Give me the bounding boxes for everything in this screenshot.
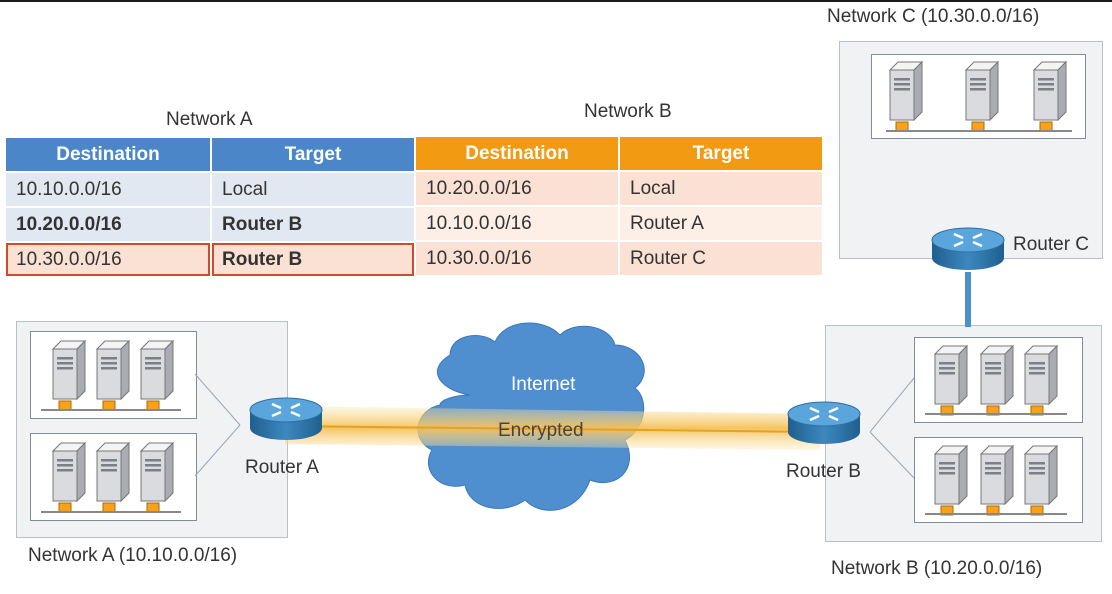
col-target: Target (620, 137, 822, 170)
network-a-label: Network A (10.10.0.0/16) (28, 545, 238, 566)
router-icon (930, 226, 1006, 272)
route-target: Router B (212, 243, 414, 276)
network-b-table-title: Network B (584, 101, 672, 122)
table-row: 10.20.0.0/16 Local (416, 172, 822, 205)
router-a-label: Router A (245, 457, 319, 478)
rack-servers (41, 340, 181, 411)
table-row: 10.20.0.0/16 Router B (6, 208, 414, 241)
route-destination: 10.10.0.0/16 (6, 173, 210, 206)
rack-servers (41, 442, 181, 513)
router-b-label: Router B (786, 461, 861, 482)
network-a-rack-2 (30, 433, 197, 521)
network-b-label: Network B (10.20.0.0/16) (831, 558, 1043, 579)
router-c-link (965, 272, 971, 327)
encrypted-label: Encrypted (498, 420, 584, 441)
rack-servers (925, 345, 1067, 416)
route-destination: 10.20.0.0/16 (416, 172, 618, 205)
route-destination: 10.30.0.0/16 (6, 243, 210, 276)
table-header-row: Destination Target (6, 138, 414, 171)
network-a-table-title: Network A (166, 109, 253, 130)
route-target: Local (620, 172, 822, 205)
network-b-rack-1 (914, 337, 1083, 423)
route-target: Local (212, 173, 414, 206)
top-border (0, 0, 1112, 2)
route-target: Router A (620, 207, 822, 240)
table-row: 10.10.0.0/16 Router A (416, 207, 822, 240)
router-c-label: Router C (1013, 234, 1090, 255)
route-target: Router C (620, 242, 822, 275)
network-b-route-table: Destination Target 10.20.0.0/16 Local 10… (414, 135, 824, 277)
route-target: Router B (212, 208, 414, 241)
route-destination: 10.30.0.0/16 (416, 242, 618, 275)
route-destination: 10.10.0.0/16 (416, 207, 618, 240)
table-header-row: Destination Target (416, 137, 822, 170)
network-c-label: Network C (10.30.0.0/16) (827, 6, 1040, 27)
internet-label: Internet (511, 374, 576, 395)
rack-servers (925, 445, 1067, 516)
route-destination: 10.20.0.0/16 (6, 208, 210, 241)
table-row-highlighted: 10.30.0.0/16 Router B (6, 243, 414, 276)
router-icon (786, 400, 862, 446)
col-target: Target (212, 138, 414, 171)
table-row: 10.30.0.0/16 Router C (416, 242, 822, 275)
col-destination: Destination (6, 138, 210, 171)
table-row: 10.10.0.0/16 Local (6, 173, 414, 206)
router-icon (248, 396, 324, 442)
network-a-rack-1 (30, 331, 197, 419)
network-c-servers (886, 61, 1072, 132)
network-a-route-table: Destination Target 10.10.0.0/16 Local 10… (4, 136, 416, 278)
network-b-rack-2 (914, 437, 1083, 523)
col-destination: Destination (416, 137, 618, 170)
network-c-rack (871, 54, 1086, 139)
